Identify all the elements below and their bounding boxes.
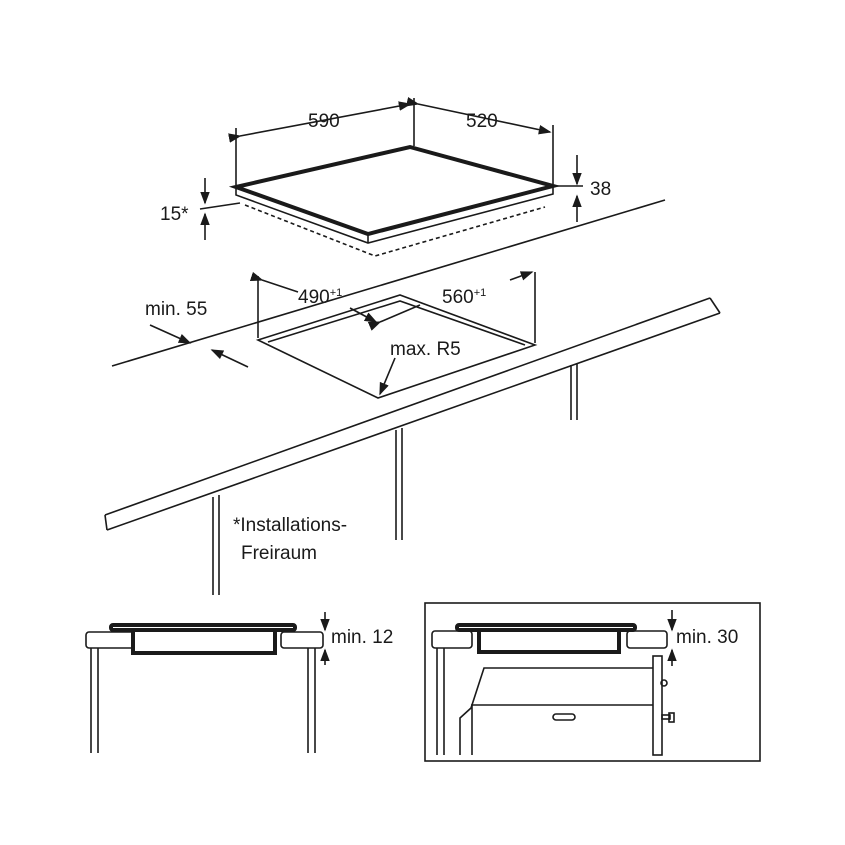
width-label: 590 — [308, 111, 340, 132]
footnote-line1: *Installations- — [233, 515, 348, 536]
cutout-depth-value: 490 — [298, 287, 330, 308]
radius-label: max. R5 — [390, 339, 461, 360]
cutout-dimensions — [149, 271, 536, 396]
cutout-depth-label: 490+1 — [298, 287, 343, 308]
section-min-12 — [85, 612, 330, 753]
hob-drawing — [228, 144, 561, 257]
footnote-line2: Freiraum — [241, 543, 318, 564]
min-edge-label: min. 55 — [145, 299, 208, 320]
cutout-width-tolerance: +1 — [473, 287, 487, 299]
min-30-label: min. 30 — [676, 627, 739, 648]
gap-label: 15* — [160, 204, 189, 225]
countertop — [104, 199, 721, 595]
section-min-30 — [424, 602, 761, 762]
cutout-width-label: 560+1 — [442, 287, 487, 308]
depth-label: 520 — [466, 111, 498, 132]
cutout-width-value: 560 — [442, 287, 474, 308]
cutout-depth-tolerance: +1 — [329, 287, 343, 299]
hob-dimensions — [199, 96, 583, 240]
min-12-label: min. 12 — [331, 627, 394, 648]
height-label: 38 — [590, 179, 612, 200]
